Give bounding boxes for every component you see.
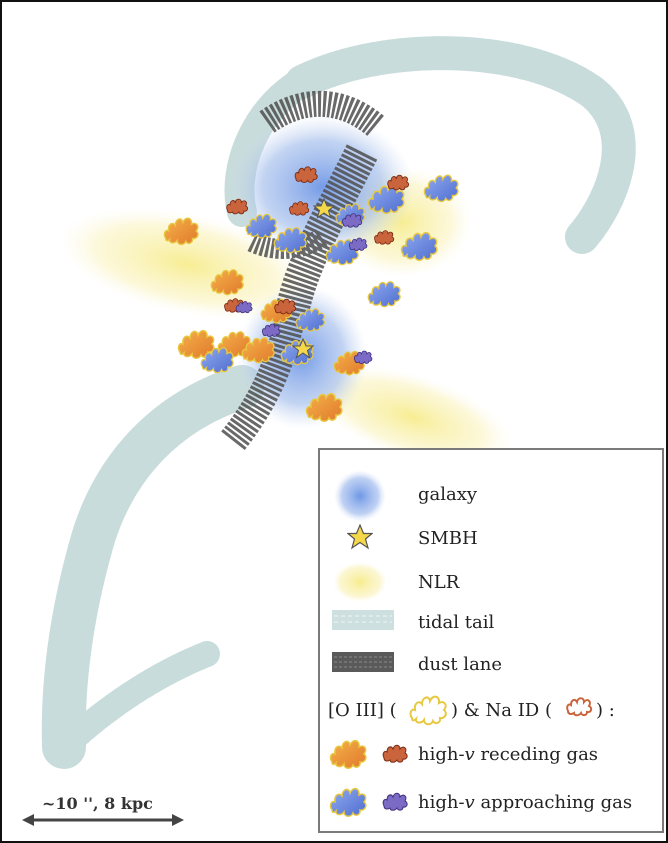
legend-receding-oiii-icon — [329, 739, 367, 770]
legend-oiii-outline-icon — [409, 695, 447, 726]
legend-tidal-tail-swatch — [332, 610, 394, 630]
legend-lines-mid: ) & Na ID ( — [451, 700, 552, 721]
legend-dust-lane-swatch — [332, 652, 394, 672]
legend-approaching-naid-icon — [382, 792, 408, 811]
legend-lines-prefix: [O III] ( — [328, 700, 397, 721]
legend-nlr-swatch — [333, 562, 387, 602]
legend-approaching-oiii-icon — [329, 787, 367, 818]
smbh-star-north — [312, 197, 336, 219]
legend-galaxy-swatch — [334, 470, 386, 522]
legend-naid-outline-icon — [566, 697, 593, 717]
legend-receding-label: high-v receding gas — [418, 744, 599, 765]
smbh-markers — [291, 197, 336, 359]
legend-box: galaxy SMBH NLR tidal tail dust l — [318, 448, 664, 833]
legend-dust-lane-label: dust lane — [418, 654, 503, 675]
legend-approaching-label: high-v approaching gas — [418, 792, 633, 813]
legend-tidal-tail-label: tidal tail — [418, 612, 495, 633]
legend-smbh-label: SMBH — [418, 528, 478, 549]
scale-bar-arrow — [22, 814, 184, 826]
smbh-star-south — [291, 337, 315, 359]
legend-galaxy-label: galaxy — [418, 484, 478, 505]
legend-lines-suffix: ) : — [596, 700, 615, 721]
scale-bar-label: ~10 '', 8 kpc — [42, 794, 153, 813]
legend-receding-naid-icon — [382, 744, 408, 763]
legend-nlr-label: NLR — [418, 572, 460, 593]
legend-smbh-star — [347, 524, 373, 550]
